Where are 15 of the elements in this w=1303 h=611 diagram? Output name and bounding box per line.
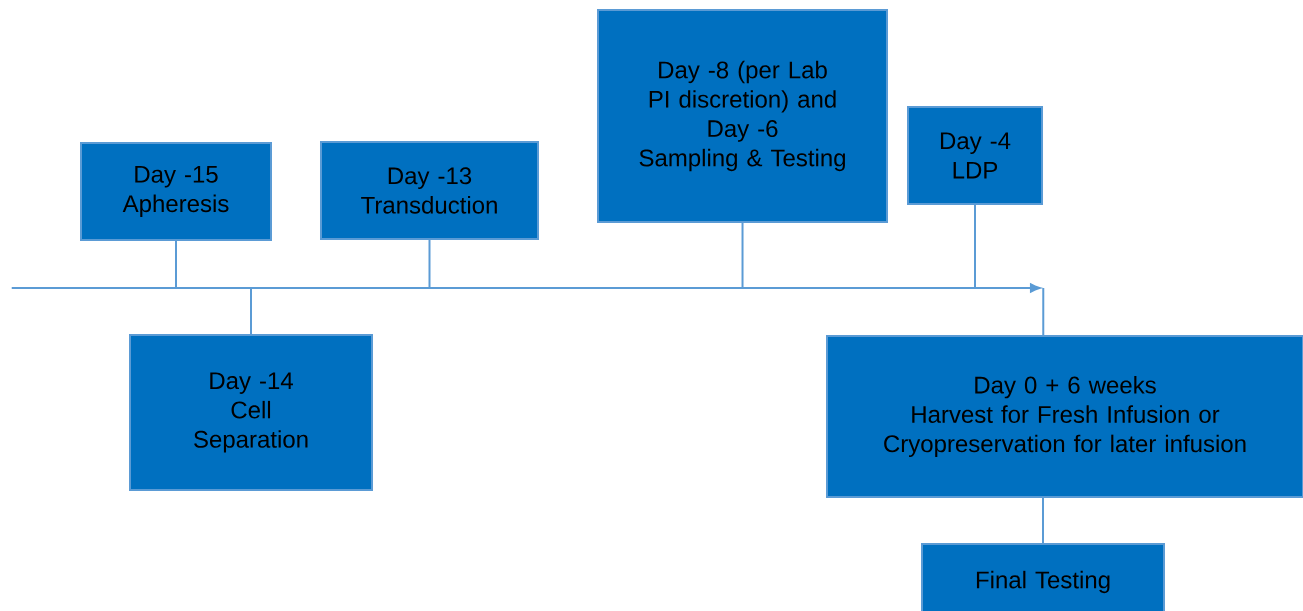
process-box: Day -15 Apheresis bbox=[80, 142, 272, 241]
process-box: Day -13 Transduction bbox=[320, 141, 539, 240]
process-box: Day 0 + 6 weeks Harvest for Fresh Infusion or Cryopreservation for later infusion bbox=[826, 335, 1303, 498]
connector-line bbox=[974, 204, 976, 289]
process-box: Day -4 LDP bbox=[907, 106, 1043, 205]
connector-line bbox=[175, 240, 177, 289]
connector-line bbox=[741, 222, 744, 289]
connector-line bbox=[1042, 287, 1045, 336]
connector-line bbox=[250, 287, 252, 335]
timeline-arrow bbox=[10, 283, 1041, 293]
process-box: Final Testing bbox=[921, 543, 1165, 611]
connector-line bbox=[1042, 497, 1044, 544]
process-box: Day -8 (per Lab PI discretion) and Day -6 Sampling & Testing bbox=[597, 9, 888, 223]
connector-line bbox=[428, 239, 431, 289]
process-box: Day -14 Cell Separation bbox=[129, 334, 373, 491]
